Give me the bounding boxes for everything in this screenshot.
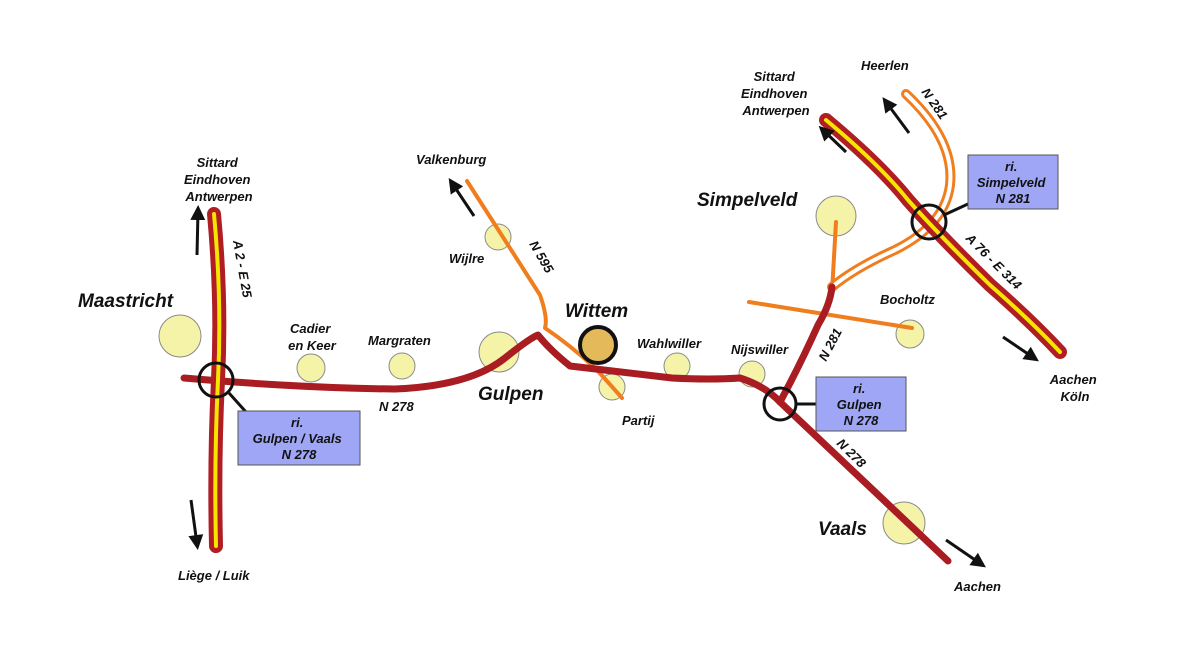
- label-heerlen: Heerlen: [861, 58, 909, 73]
- road-n278-east: [776, 398, 952, 565]
- label-dest-south: Liège / Luik: [178, 568, 250, 583]
- interchanges: [197, 202, 969, 422]
- label-dest-east: Aachen Köln: [1049, 372, 1101, 404]
- label-road-a2: A 2 - E 25: [230, 238, 255, 300]
- motorways: [207, 113, 1067, 553]
- arrow-south-icon: [188, 499, 204, 550]
- label-maastricht: Maastricht: [78, 291, 174, 312]
- town-marker-maastricht: [158, 314, 202, 358]
- label-vaals: Vaals: [818, 519, 867, 540]
- svg-text:ri. Simpelveld N 2: ri. Simpelveld N 281: [977, 159, 1049, 206]
- destination-labels: Sittard Eindhoven Antwerpen Sittard Eind…: [178, 69, 1101, 583]
- road-n595: [465, 179, 624, 400]
- label-road-n595: N 595: [526, 238, 557, 276]
- label-aachen: Aachen: [953, 579, 1001, 594]
- label-margraten: Margraten: [368, 333, 431, 348]
- info-box-gulpen-vaals: ri. Gulpen / Vaals N 278: [237, 410, 361, 466]
- label-wahlwiller: Wahlwiller: [637, 336, 702, 351]
- arrow-heerlen-icon: [882, 97, 911, 134]
- info-box-line: ri.: [291, 415, 303, 430]
- arrow-north-icon: [190, 205, 206, 256]
- label-cadier: Cadier en Keer: [288, 321, 337, 353]
- label-simpelveld: Simpelveld: [697, 190, 798, 211]
- svg-text:ri. Gulpen / Vaals: ri. Gulpen / Vaals N 278: [253, 415, 346, 462]
- info-box-line: N 278: [844, 413, 879, 428]
- svg-text:ri. Gulpen N 278: ri. Gulpen N 278: [837, 381, 885, 428]
- town-marker-margraten: [388, 352, 416, 380]
- label-road-n278-west: N 278: [379, 399, 414, 414]
- info-box-line: ri.: [853, 381, 865, 396]
- arrow-valkenburg-icon: [448, 178, 476, 217]
- direction-arrows: [188, 97, 1039, 568]
- road-bocholtz: [747, 300, 914, 330]
- label-bocholtz: Bocholtz: [880, 292, 935, 307]
- info-box-line: Gulpen: [837, 397, 882, 412]
- label-partij: Partij: [622, 413, 655, 428]
- town-marker-wittem: [578, 325, 618, 365]
- interchange-maastricht: [197, 361, 235, 399]
- road-n281-south: [776, 283, 836, 406]
- place-labels: Maastricht Cadier en Keer Margraten Gulp…: [78, 58, 1001, 594]
- town-marker-cadier: [296, 353, 326, 383]
- label-wittem: Wittem: [565, 301, 628, 322]
- info-box-line: Gulpen / Vaals: [253, 431, 342, 446]
- arrow-north-east-icon: [818, 125, 848, 154]
- info-box-line: N 278: [282, 447, 317, 462]
- arrow-aachen-icon: [945, 538, 986, 568]
- label-road-n281-south: N 281: [815, 326, 845, 364]
- info-box-simpelveld: ri. Simpelveld N 281: [967, 154, 1059, 210]
- label-valkenburg: Valkenburg: [416, 152, 486, 167]
- town-marker-gulpen: [478, 331, 520, 373]
- info-box-line: ri.: [1005, 159, 1017, 174]
- label-nijswiller: Nijswiller: [731, 342, 789, 357]
- info-box-gulpen: ri. Gulpen N 278: [815, 376, 907, 432]
- info-box-line: Simpelveld: [977, 175, 1047, 190]
- town-marker-wijlre: [484, 223, 512, 251]
- info-box-line: N 281: [996, 191, 1031, 206]
- label-dest-north-west: Sittard Eindhoven Antwerpen: [184, 155, 254, 204]
- label-wijlre: Wijlre: [449, 251, 484, 266]
- label-gulpen: Gulpen: [478, 384, 543, 405]
- arrow-aachen-koln-icon: [1002, 335, 1039, 362]
- label-dest-north-east: Sittard Eindhoven Antwerpen: [741, 69, 811, 118]
- main-roads: [180, 283, 952, 565]
- interchange-a76: [910, 203, 948, 241]
- road-n278-west: [180, 331, 784, 406]
- road-n281-north: [827, 89, 956, 292]
